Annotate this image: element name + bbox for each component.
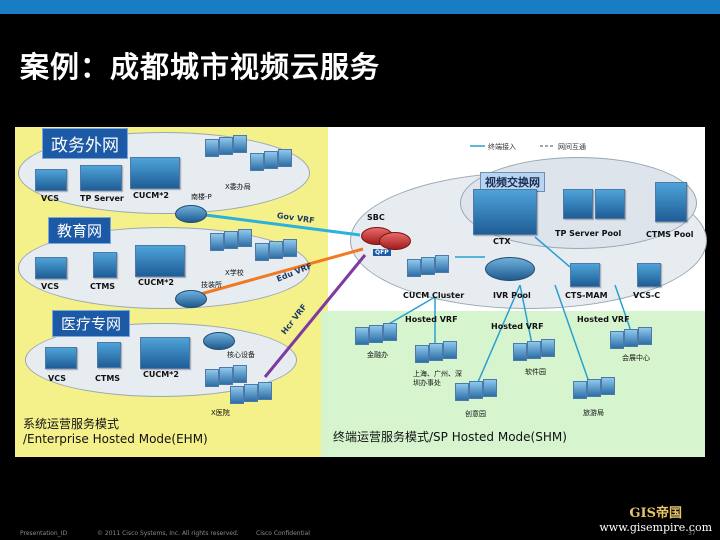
site-huizhan-label: 会展中心 <box>622 354 650 362</box>
hosted-vrf-label-3: Hosted VRF <box>577 315 630 324</box>
medical-network-box: 医疗专网 <box>52 310 131 337</box>
router-icon-1 <box>175 205 207 223</box>
endpoints-lvyou-icon <box>573 377 619 403</box>
sbc-router-icon-2 <box>379 232 411 250</box>
legend-access: 终端接入 <box>488 143 516 151</box>
watermark: GIS帝国 www.gisempire.com <box>599 502 712 534</box>
endpoints-icon-2 <box>250 149 296 175</box>
edu-link <box>189 247 364 299</box>
site-nanlou-label: 南楼-P <box>191 193 212 201</box>
site-chuangyi-label: 创意园 <box>465 410 486 418</box>
ivr-router-icon <box>485 257 535 281</box>
cucm-label-1: CUCM*2 <box>133 191 169 200</box>
site-core-label: 核心设备 <box>227 351 255 359</box>
hcr-link <box>263 254 367 378</box>
cts-mam-label: CTS-MAM <box>565 291 608 300</box>
endpoints-chuangyi-icon <box>455 379 501 405</box>
ctms-label-2: CTMS <box>95 374 121 383</box>
tp-server-label: TP Server <box>80 194 124 203</box>
edu-network-box: 教育网 <box>48 217 112 244</box>
ctms-pool-label: CTMS Pool <box>646 230 694 239</box>
endpoints-icon-6 <box>230 382 276 408</box>
footer-page-number: 37 <box>688 530 696 537</box>
sbc-label: SBC <box>367 213 385 222</box>
cucm-label-3: CUCM*2 <box>143 370 179 379</box>
endpoints-huizhan-icon <box>610 327 656 353</box>
tp-pool-icon-2 <box>595 189 625 219</box>
site-weibanju-label: X委办局 <box>225 183 251 191</box>
cucm-icon-2 <box>135 245 185 277</box>
site-hospital-label: X医院 <box>211 409 230 417</box>
hosted-vrf-label-1: Hosted VRF <box>405 315 458 324</box>
endpoints-icon-4 <box>255 239 301 265</box>
footer-confidential: Cisco Confidential <box>256 530 310 537</box>
tp-server-icon <box>80 165 122 191</box>
router-icon-3 <box>203 332 235 350</box>
ctms-icon-1 <box>93 252 117 278</box>
vcs-server-icon <box>45 347 77 369</box>
vcs-label-1: VCS <box>41 194 59 203</box>
tp-pool-icon <box>563 189 593 219</box>
router-icon-2 <box>175 290 207 308</box>
cucm-label-2: CUCM*2 <box>138 278 174 287</box>
shm-mode-label: 终端运营服务模式/SP Hosted Mode(SHM) <box>333 430 567 444</box>
site-branch-label: 上海、广州、深圳办事处 <box>413 370 462 387</box>
ehm-mode-line1: 系统运营服务模式 <box>23 417 120 431</box>
site-school-label: X学校 <box>225 269 244 277</box>
ivr-pool-label: IVR Pool <box>493 291 531 300</box>
endpoints-icon-3 <box>210 229 256 255</box>
vcs-c-icon <box>637 263 661 287</box>
site-lvyou-label: 旅游局 <box>583 409 604 417</box>
network-diagram: 终端接入 网间互通 VCS TP Server CUCM*2 南楼-P X委办局… <box>15 127 707 457</box>
vcs-c-label: VCS-C <box>633 291 661 300</box>
endpoints-branch-icon <box>415 341 461 367</box>
cucm-icon-1 <box>130 157 180 189</box>
ctx-label: CTX <box>493 237 511 246</box>
hosted-vrf-label-2: Hosted VRF <box>491 322 544 331</box>
footer-presentation-id: Presentation_ID <box>20 530 68 537</box>
link-lines <box>189 145 634 390</box>
qfp-label: QFP <box>373 249 391 256</box>
cucm-cluster-label: CUCM Cluster <box>403 291 465 300</box>
endpoints-jinrong-icon <box>355 323 401 349</box>
vcs-server-icon <box>35 169 67 191</box>
endpoints-icon-5 <box>205 365 251 391</box>
tp-pool-label: TP Server Pool <box>555 229 622 238</box>
site-jizhuang-label: 技装所 <box>201 281 222 289</box>
legend-interconnect: 网间互通 <box>558 143 586 151</box>
ehm-mode-line2: /Enterprise Hosted Mode(EHM) <box>23 432 208 446</box>
ctms-icon-2 <box>97 342 121 368</box>
top-accent-bar <box>0 0 720 14</box>
endpoints-ruanjian-icon <box>513 339 559 365</box>
vcs-label-2: VCS <box>41 282 59 291</box>
ctx-switch-icon <box>473 189 537 235</box>
vcs-server-icon <box>35 257 67 279</box>
watermark-logo-text: GIS帝国 <box>629 506 682 521</box>
gov-network-box: 政务外网 <box>42 128 128 159</box>
vcs-label-3: VCS <box>48 374 66 383</box>
gov-link <box>189 211 361 237</box>
site-jinrong-label: 金融办 <box>367 351 388 359</box>
endpoints-icon-1 <box>205 135 251 161</box>
footer-copyright: © 2011 Cisco Systems, Inc. All rights re… <box>97 530 239 537</box>
exchange-title: 视频交换网 <box>480 172 545 192</box>
cucm-cluster-icon <box>407 255 453 281</box>
ehm-mode-label: 系统运营服务模式 /Enterprise Hosted Mode(EHM) <box>23 417 208 447</box>
site-ruanjian-label: 软件园 <box>525 368 546 376</box>
ctms-label-1: CTMS <box>90 282 116 291</box>
cucm-icon-3 <box>140 337 190 369</box>
slide-title: 案例：成都城市视频云服务 <box>20 50 381 84</box>
watermark-url: www.gisempire.com <box>599 521 712 534</box>
cts-mam-icon <box>570 263 600 287</box>
ctms-pool-icon <box>655 182 687 222</box>
